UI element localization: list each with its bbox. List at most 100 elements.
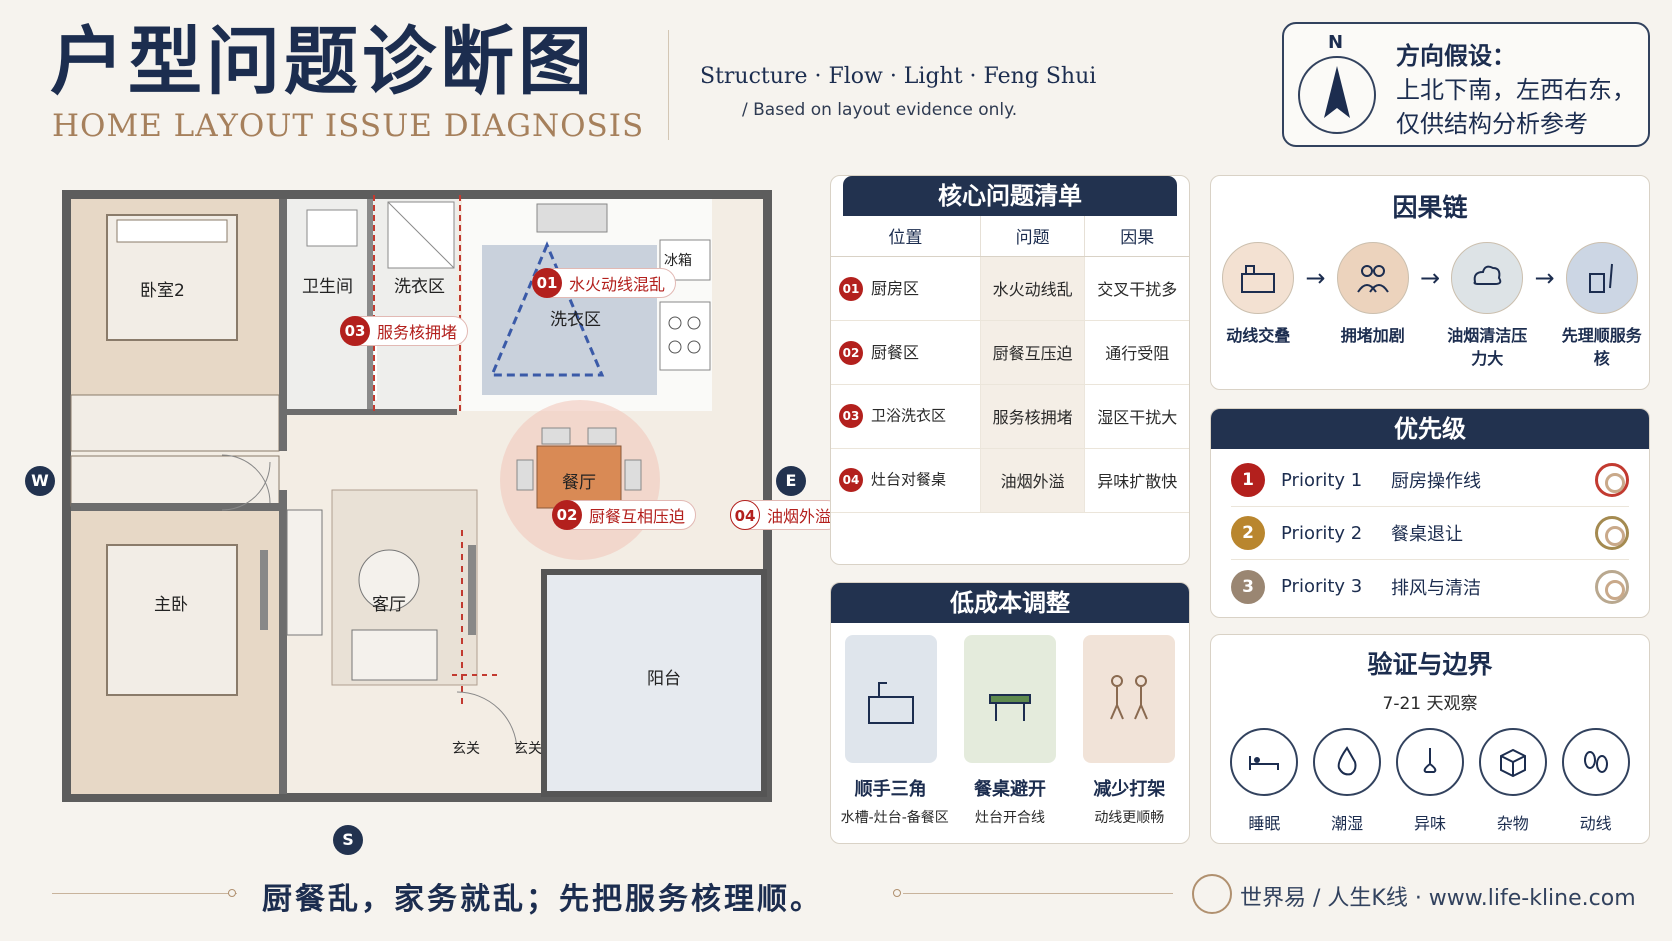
room-bedroom-2: 卧室2 <box>140 281 185 301</box>
verify-item: 动线 <box>1561 728 1630 834</box>
tagline-note: / Based on layout evidence only. <box>742 100 1018 120</box>
room-balcony: 阳台 <box>647 669 681 689</box>
adjustment-title: 餐桌避开 <box>973 779 1046 800</box>
footer-brand[interactable]: 世界易 / 人生K线 · www.life-kline.com <box>1240 886 1636 911</box>
priority-panel: 优先级 1 Priority 1 厨房操作线 2 Priority 2 餐桌退让… <box>1210 408 1650 618</box>
priority-badge: 1 <box>1231 463 1265 497</box>
issue-label: 油烟外溢 <box>767 507 832 526</box>
issue-number: 04 <box>730 500 760 530</box>
compass-heading: 方向假设： <box>1396 42 1516 70</box>
room-master-bedroom: 主卧 <box>154 595 188 615</box>
entry-label-left: 玄关 <box>452 741 480 757</box>
chain-step: 动线交叠 <box>1211 242 1305 347</box>
chain-step-label: 油烟清洁压力大 <box>1447 326 1528 368</box>
smoke-icon <box>1451 242 1524 314</box>
brand-seal-icon <box>1192 874 1232 914</box>
verification-panel: 验证与边界 7-21 天观察 睡眠 潮湿 异味 杂物 <box>1210 634 1650 844</box>
adjustment-subtitle: 水槽-灶台-备餐区 <box>840 810 949 826</box>
nose-icon <box>1395 728 1464 796</box>
page-title: 户型问题诊断图 <box>50 19 596 105</box>
verify-label: 睡眠 <box>1248 814 1281 833</box>
adjustment-card: 减少打架 动线更顺畅 <box>1079 635 1179 827</box>
page-subtitle: HOME LAYOUT ISSUE DIAGNOSIS <box>52 108 645 144</box>
issue-label: 水火动线混乱 <box>569 275 666 294</box>
row-problem: 厨餐互压迫 <box>979 320 1085 385</box>
priority-desc: 厨房操作线 <box>1391 471 1481 492</box>
room-laundry: 洗衣区 <box>394 277 445 297</box>
cleaning-icon <box>1565 242 1638 314</box>
column-header: 因果 <box>1084 216 1189 257</box>
verification-title: 验证与边界 <box>1367 650 1493 679</box>
footer-dot <box>228 889 236 897</box>
table-row: 02 厨餐区 厨餐互压迫 通行受阻 <box>831 320 1189 385</box>
priority-badge: 3 <box>1231 569 1265 604</box>
adjustments-title: 低成本调整 <box>831 583 1189 623</box>
adjustments-panel: 低成本调整 顺手三角 水槽-灶台-备餐区 餐桌避开 灶台开合线 减少打架 动线更… <box>830 582 1190 844</box>
footer-divider-right <box>903 893 1173 894</box>
arrow-right-icon: → <box>1534 264 1555 292</box>
chain-step: 油烟清洁压力大 <box>1440 242 1534 370</box>
target-icon <box>1595 569 1629 604</box>
observation-period: 7-21 天观察 <box>1382 694 1478 714</box>
priority-name: Priority 1 <box>1281 469 1363 491</box>
chain-step: 拥堵加剧 <box>1326 242 1420 347</box>
row-cause: 交叉干扰多 <box>1084 256 1189 321</box>
entry-label-right: 玄关 <box>514 741 542 757</box>
row-cause: 通行受阻 <box>1084 320 1189 385</box>
adjustment-title: 顺手三角 <box>854 779 927 800</box>
issue-label: 厨餐互相压迫 <box>589 507 686 526</box>
adjustment-card: 顺手三角 水槽-灶台-备餐区 <box>840 635 949 827</box>
verify-item: 异味 <box>1395 728 1464 834</box>
row-location: 灶台对餐桌 <box>871 470 947 489</box>
verify-label: 异味 <box>1413 814 1446 833</box>
issue-number: 03 <box>340 316 370 346</box>
priority-desc: 餐桌退让 <box>1391 524 1463 545</box>
issue-marker-04[interactable]: 04 油烟外溢 <box>730 500 843 530</box>
core-issues-title: 核心问题清单 <box>843 176 1177 216</box>
adjustment-subtitle: 动线更顺畅 <box>1094 810 1165 826</box>
issue-marker-03[interactable]: 03 服务核拥堵 <box>340 316 469 346</box>
room-dining: 餐厅 <box>562 473 596 493</box>
issue-number: 01 <box>532 268 562 298</box>
priority-name: Priority 2 <box>1281 522 1363 544</box>
issue-label: 服务核拥堵 <box>377 323 458 342</box>
east-marker: E <box>776 466 806 496</box>
issue-number: 02 <box>552 500 582 530</box>
verify-item: 睡眠 <box>1230 728 1299 834</box>
room-sink-area: 洗衣区 <box>550 310 601 330</box>
west-marker: W <box>25 466 55 496</box>
room-bathroom: 卫生间 <box>302 277 353 297</box>
priority-row: 3 Priority 3 排风与清洁 <box>1231 560 1629 613</box>
chain-step-label: 拥堵加剧 <box>1340 326 1405 345</box>
column-header: 位置 <box>831 216 981 257</box>
row-number: 03 <box>839 404 863 428</box>
row-number: 02 <box>839 341 863 366</box>
fridge-label: 冰箱 <box>664 253 692 269</box>
adjustment-card: 餐桌避开 灶台开合线 <box>960 635 1060 827</box>
adjustment-subtitle: 灶台开合线 <box>974 810 1045 826</box>
chain-step: 先理顺服务核 <box>1555 242 1649 370</box>
row-location: 厨房区 <box>871 278 920 298</box>
causal-chain-panel: 因果链 动线交叠 → 拥堵加剧 → 油烟清洁压力大 → 先理顺服务核 <box>1210 175 1650 390</box>
footprints-icon <box>1561 728 1630 796</box>
issue-marker-01[interactable]: 01 水火动线混乱 <box>532 268 677 298</box>
priority-title: 优先级 <box>1211 409 1649 449</box>
issue-marker-02[interactable]: 02 厨餐互相压迫 <box>552 500 697 530</box>
column-header: 问题 <box>979 216 1085 257</box>
verify-label: 潮湿 <box>1331 814 1364 833</box>
row-location: 厨餐区 <box>871 342 920 362</box>
adjustment-cards: 顺手三角 水槽-灶台-备餐区 餐桌避开 灶台开合线 减少打架 动线更顺畅 <box>831 635 1189 827</box>
arrow-right-icon: → <box>1305 264 1326 292</box>
compass-line-2: 仅供结构分析参考 <box>1396 110 1588 138</box>
priority-desc: 排风与清洁 <box>1391 577 1481 599</box>
priority-badge: 2 <box>1231 516 1265 550</box>
header-divider <box>668 30 669 140</box>
footer-divider-left <box>52 893 237 894</box>
row-location: 卫浴洗衣区 <box>871 406 947 425</box>
floor-plan: 卧室2 卫生间 洗衣区 冰箱 洗衣区 餐厅 主卧 客厅 阳台 玄关 玄关 01 … <box>62 190 843 802</box>
arrow-right-icon: → <box>1419 264 1441 292</box>
tagline: Structure · Flow · Light · Feng Shui <box>700 64 1097 89</box>
